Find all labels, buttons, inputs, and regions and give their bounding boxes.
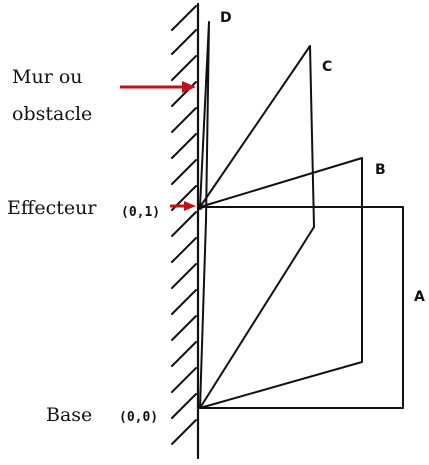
base-label: Base: [46, 404, 92, 426]
arm-config-c: [199, 45, 315, 409]
arm-config-b: [199, 157, 363, 409]
config-label-a: A: [414, 289, 425, 305]
arm-config-d: [199, 21, 210, 409]
effector-label: Effecteur: [7, 197, 97, 219]
effector-arrow: [170, 201, 196, 211]
wall-arrow: [120, 81, 196, 93]
effector-coord: (0,1): [121, 205, 160, 220]
base-coord: (0,0): [119, 410, 158, 425]
arm-configurations: [199, 21, 404, 409]
config-label-d: D: [220, 10, 232, 26]
wall-hatching: [171, 5, 197, 445]
arm-config-a: [199, 206, 404, 409]
wall-label-line2: obstacle: [12, 103, 92, 125]
config-label-c: C: [322, 59, 332, 75]
wall-label-line1: Mur ou: [12, 66, 83, 88]
effector-point: [197, 204, 203, 210]
config-label-b: B: [375, 162, 386, 178]
wall: [171, 2, 200, 460]
